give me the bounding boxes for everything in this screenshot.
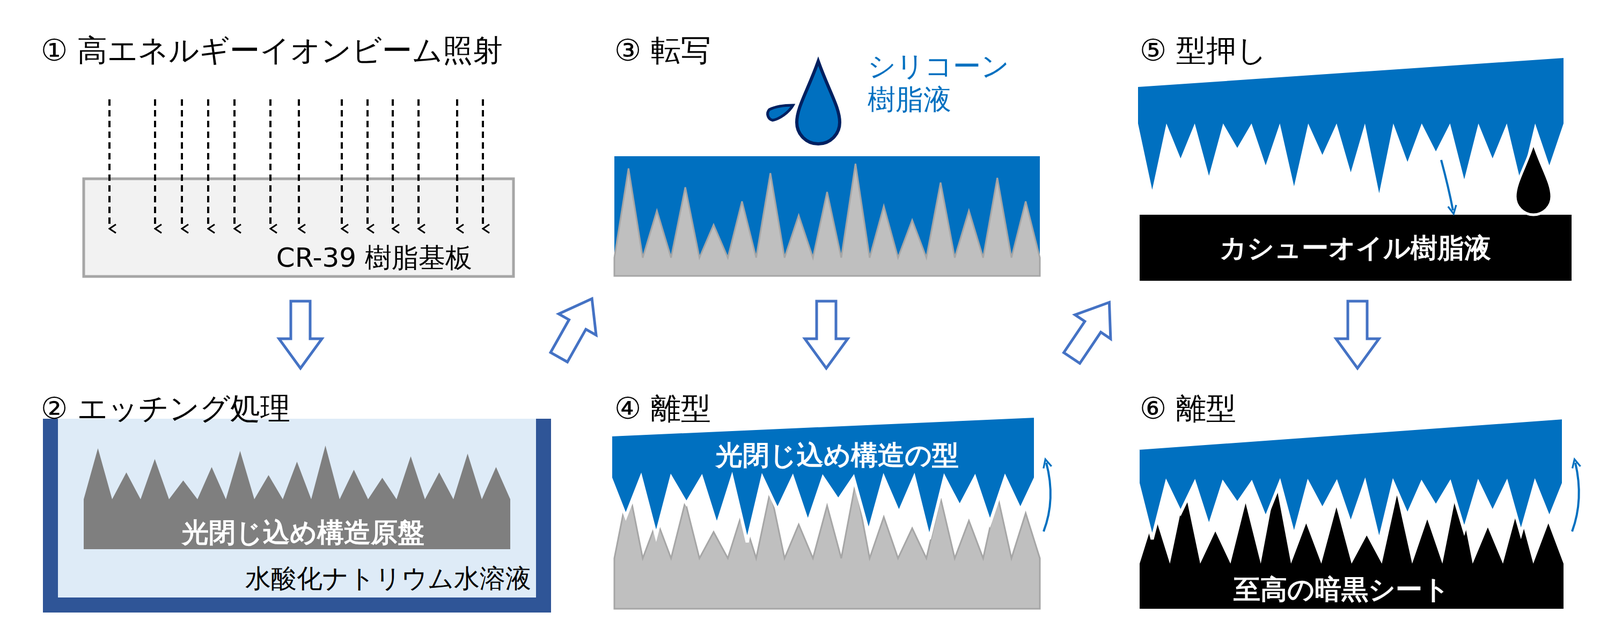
node-text: CR-39 樹脂基板 [276, 241, 473, 274]
ion-beam [391, 99, 394, 229]
ion-beam [180, 99, 183, 229]
process-arrow [550, 298, 597, 363]
release-arrow [1572, 462, 1580, 532]
master-structure [83, 445, 511, 549]
substrate-step: ① 高エネルギーイオンビーム照射 CR-39 樹脂基板 [37, 29, 526, 282]
step-heading: ③ 転写 [614, 32, 711, 69]
ion-beam [269, 99, 272, 229]
ion-beam [366, 99, 369, 229]
node-text: 光閉じ込め構造原盤 [181, 516, 425, 549]
node-text: 至高の暗黒シート [1233, 573, 1450, 606]
ion-beam [456, 99, 459, 229]
silicone-mold [610, 415, 1036, 542]
ion-beam [207, 99, 210, 229]
master-structure [614, 163, 1040, 276]
ion-beams [109, 99, 483, 229]
silicone-drop [796, 61, 840, 144]
sheet-step: ⑥ 離型至高の暗黒シート [1132, 387, 1578, 613]
silicone-drop-small [767, 105, 794, 121]
process-arrow [1336, 301, 1379, 369]
spike-structures [83, 57, 1572, 609]
silicone-mold [1138, 57, 1564, 194]
process-arrow [804, 301, 848, 369]
press-arrow [1441, 159, 1453, 211]
ion-beam [481, 99, 484, 229]
mold-step: ④ 離型光閉じ込め構造の型 [608, 387, 1049, 613]
process-arrow [279, 301, 322, 369]
press-step: ⑤ 型押しカシューオイル樹脂液 [1132, 29, 1578, 282]
step-heading: ④ 離型 [614, 390, 711, 427]
step-heading: ② エッチング処理 [40, 390, 291, 427]
ion-beam [233, 99, 236, 229]
ion-beam [153, 99, 157, 229]
master-plate: 光閉じ込め構造原盤 [83, 446, 511, 549]
substrate-box [83, 178, 514, 277]
master-structure [614, 482, 1040, 609]
ion-beam [108, 99, 111, 229]
bath-liquid [57, 418, 537, 598]
node-text: 水酸化ナトリウム水溶液 [245, 562, 532, 594]
cashew-resin [1139, 214, 1572, 281]
silicone-mold [1138, 417, 1564, 542]
node-text: 光閉じ込め構造の型 [715, 438, 959, 472]
step-heading: ① 高エネルギーイオンビーム照射 [40, 32, 503, 69]
cashew-drop [1515, 142, 1552, 215]
ion-beam [340, 99, 343, 229]
bath-wall [42, 418, 552, 613]
process-arrow [1063, 302, 1111, 364]
material-label: シリコーン 樹脂液 [867, 49, 1029, 117]
step-heading: ⑤ 型押し [1139, 32, 1267, 69]
ion-beam [417, 99, 420, 229]
node-text: カシューオイル樹脂液 [1219, 231, 1492, 264]
ion-beam [297, 99, 300, 229]
etching-bath: ② エッチング処理水酸化ナトリウム水溶液 光閉じ込め構造原盤 [37, 387, 557, 619]
release-arrow [1043, 462, 1051, 532]
step-heading: ⑥ 離型 [1139, 390, 1237, 427]
